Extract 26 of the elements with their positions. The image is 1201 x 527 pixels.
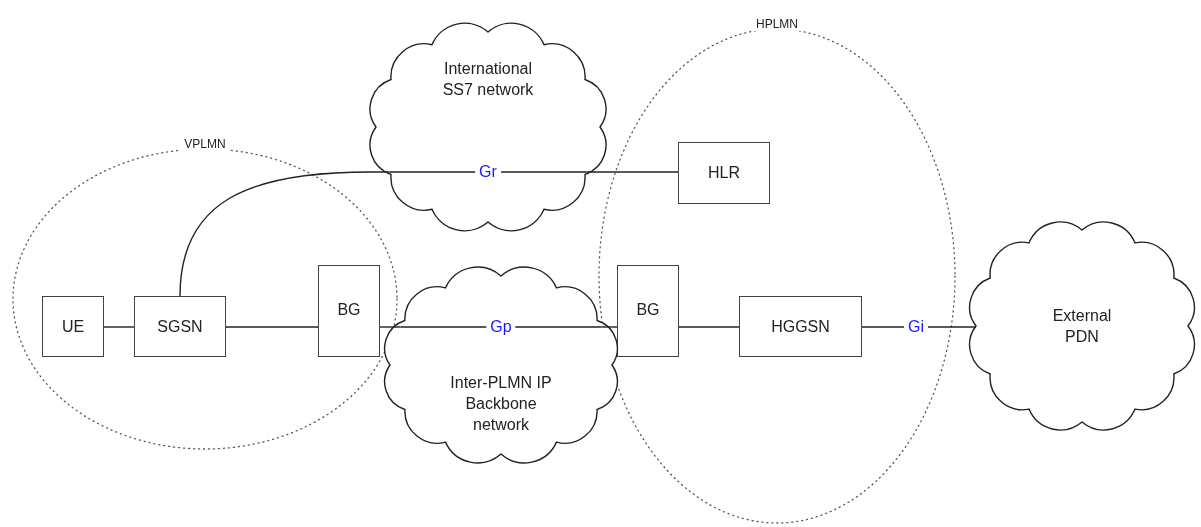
connector-line [179,171,391,297]
network-element-box [318,265,380,357]
node-label: HLR [708,163,740,183]
connector-line [600,326,618,328]
network-element-box [739,296,862,357]
interface-label: Gp [486,318,516,336]
network-name: VPLMN [180,137,230,151]
connector-line [103,326,135,328]
connector-line [225,326,319,328]
network-element-box [678,142,770,204]
node-label: UE [61,316,85,337]
connector-line [678,326,740,328]
network-name: HPLMN [752,17,802,31]
connector-line [585,171,679,173]
network-element-box [617,265,679,357]
cloud-label: External PDN [1051,306,1113,347]
node-label: HGGSN [771,316,830,337]
node-label: SGSN [157,316,203,337]
cloud-label: International SS7 network [441,59,535,100]
connector-line [861,326,977,328]
network-element-box [42,296,104,357]
node-label: BG [337,300,361,320]
node-label: BG [636,300,660,320]
cloud-label: Inter-PLMN IP Backbone network [449,373,553,435]
connector-line [379,326,402,328]
network-element-box [134,296,226,357]
